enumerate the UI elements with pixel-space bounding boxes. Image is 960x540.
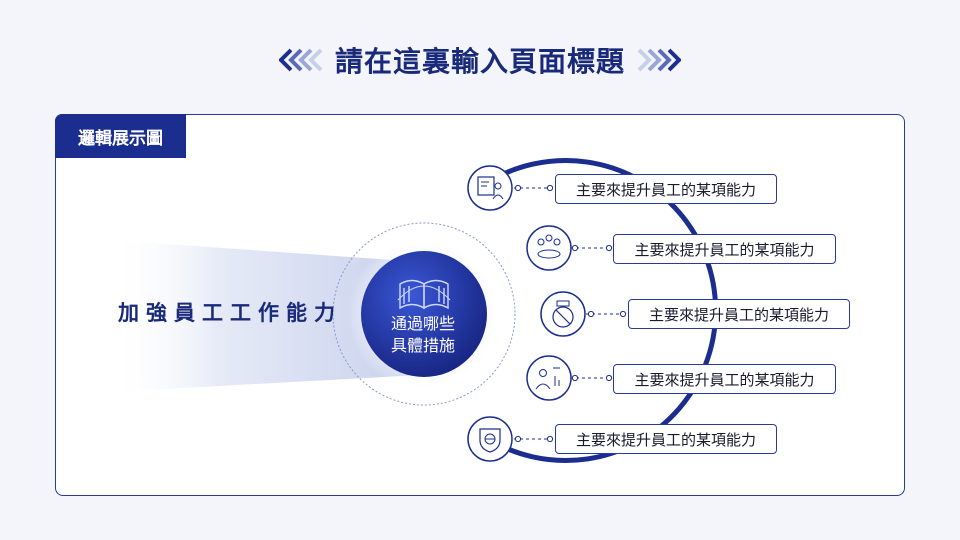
center-text: 通過哪些 具體措施 bbox=[360, 313, 486, 357]
center-text-line-2: 具體措施 bbox=[390, 336, 455, 355]
presenter-icon bbox=[526, 355, 572, 401]
item-label: 主要來提升員工的某項能力 bbox=[575, 180, 756, 199]
list-item: 主要來提升員工的某項能力 bbox=[628, 299, 850, 329]
item-label: 主要來提升員工的某項能力 bbox=[575, 430, 756, 449]
team-meeting-icon bbox=[526, 225, 572, 271]
dashed-ring bbox=[332, 222, 516, 406]
list-item: 主要來提升員工的某項能力 bbox=[555, 424, 777, 454]
light-beam bbox=[110, 240, 420, 392]
center-text-line-1: 通過哪些 bbox=[390, 314, 455, 333]
presentation-chart-icon bbox=[467, 165, 513, 211]
list-item: 主要來提升員工的某項能力 bbox=[613, 364, 836, 394]
main-label: 加強員工工作能力 bbox=[118, 301, 342, 325]
page-title: 請在這裏輸入頁面標題 bbox=[334, 45, 625, 78]
list-item: 主要來提升員工的某項能力 bbox=[613, 234, 836, 264]
left-chevrons-icon bbox=[278, 48, 325, 72]
item-label: 主要來提升員工的某項能力 bbox=[634, 370, 815, 389]
item-label: 主要來提升員工的某項能力 bbox=[634, 240, 815, 259]
list-item: 主要來提升員工的某項能力 bbox=[555, 174, 777, 204]
no-smoking-icon bbox=[540, 291, 586, 337]
right-chevrons-icon bbox=[635, 48, 681, 72]
panel-tag: 邏輯展示圖 bbox=[55, 114, 186, 158]
connector-dots bbox=[514, 184, 627, 443]
globe-shield-icon bbox=[467, 416, 513, 462]
title-row: 請在這裏輸入頁面標題 bbox=[0, 38, 960, 82]
open-book-icon bbox=[397, 279, 451, 310]
core-circle bbox=[361, 251, 487, 377]
item-label: 主要來提升員工的某項能力 bbox=[648, 305, 829, 324]
